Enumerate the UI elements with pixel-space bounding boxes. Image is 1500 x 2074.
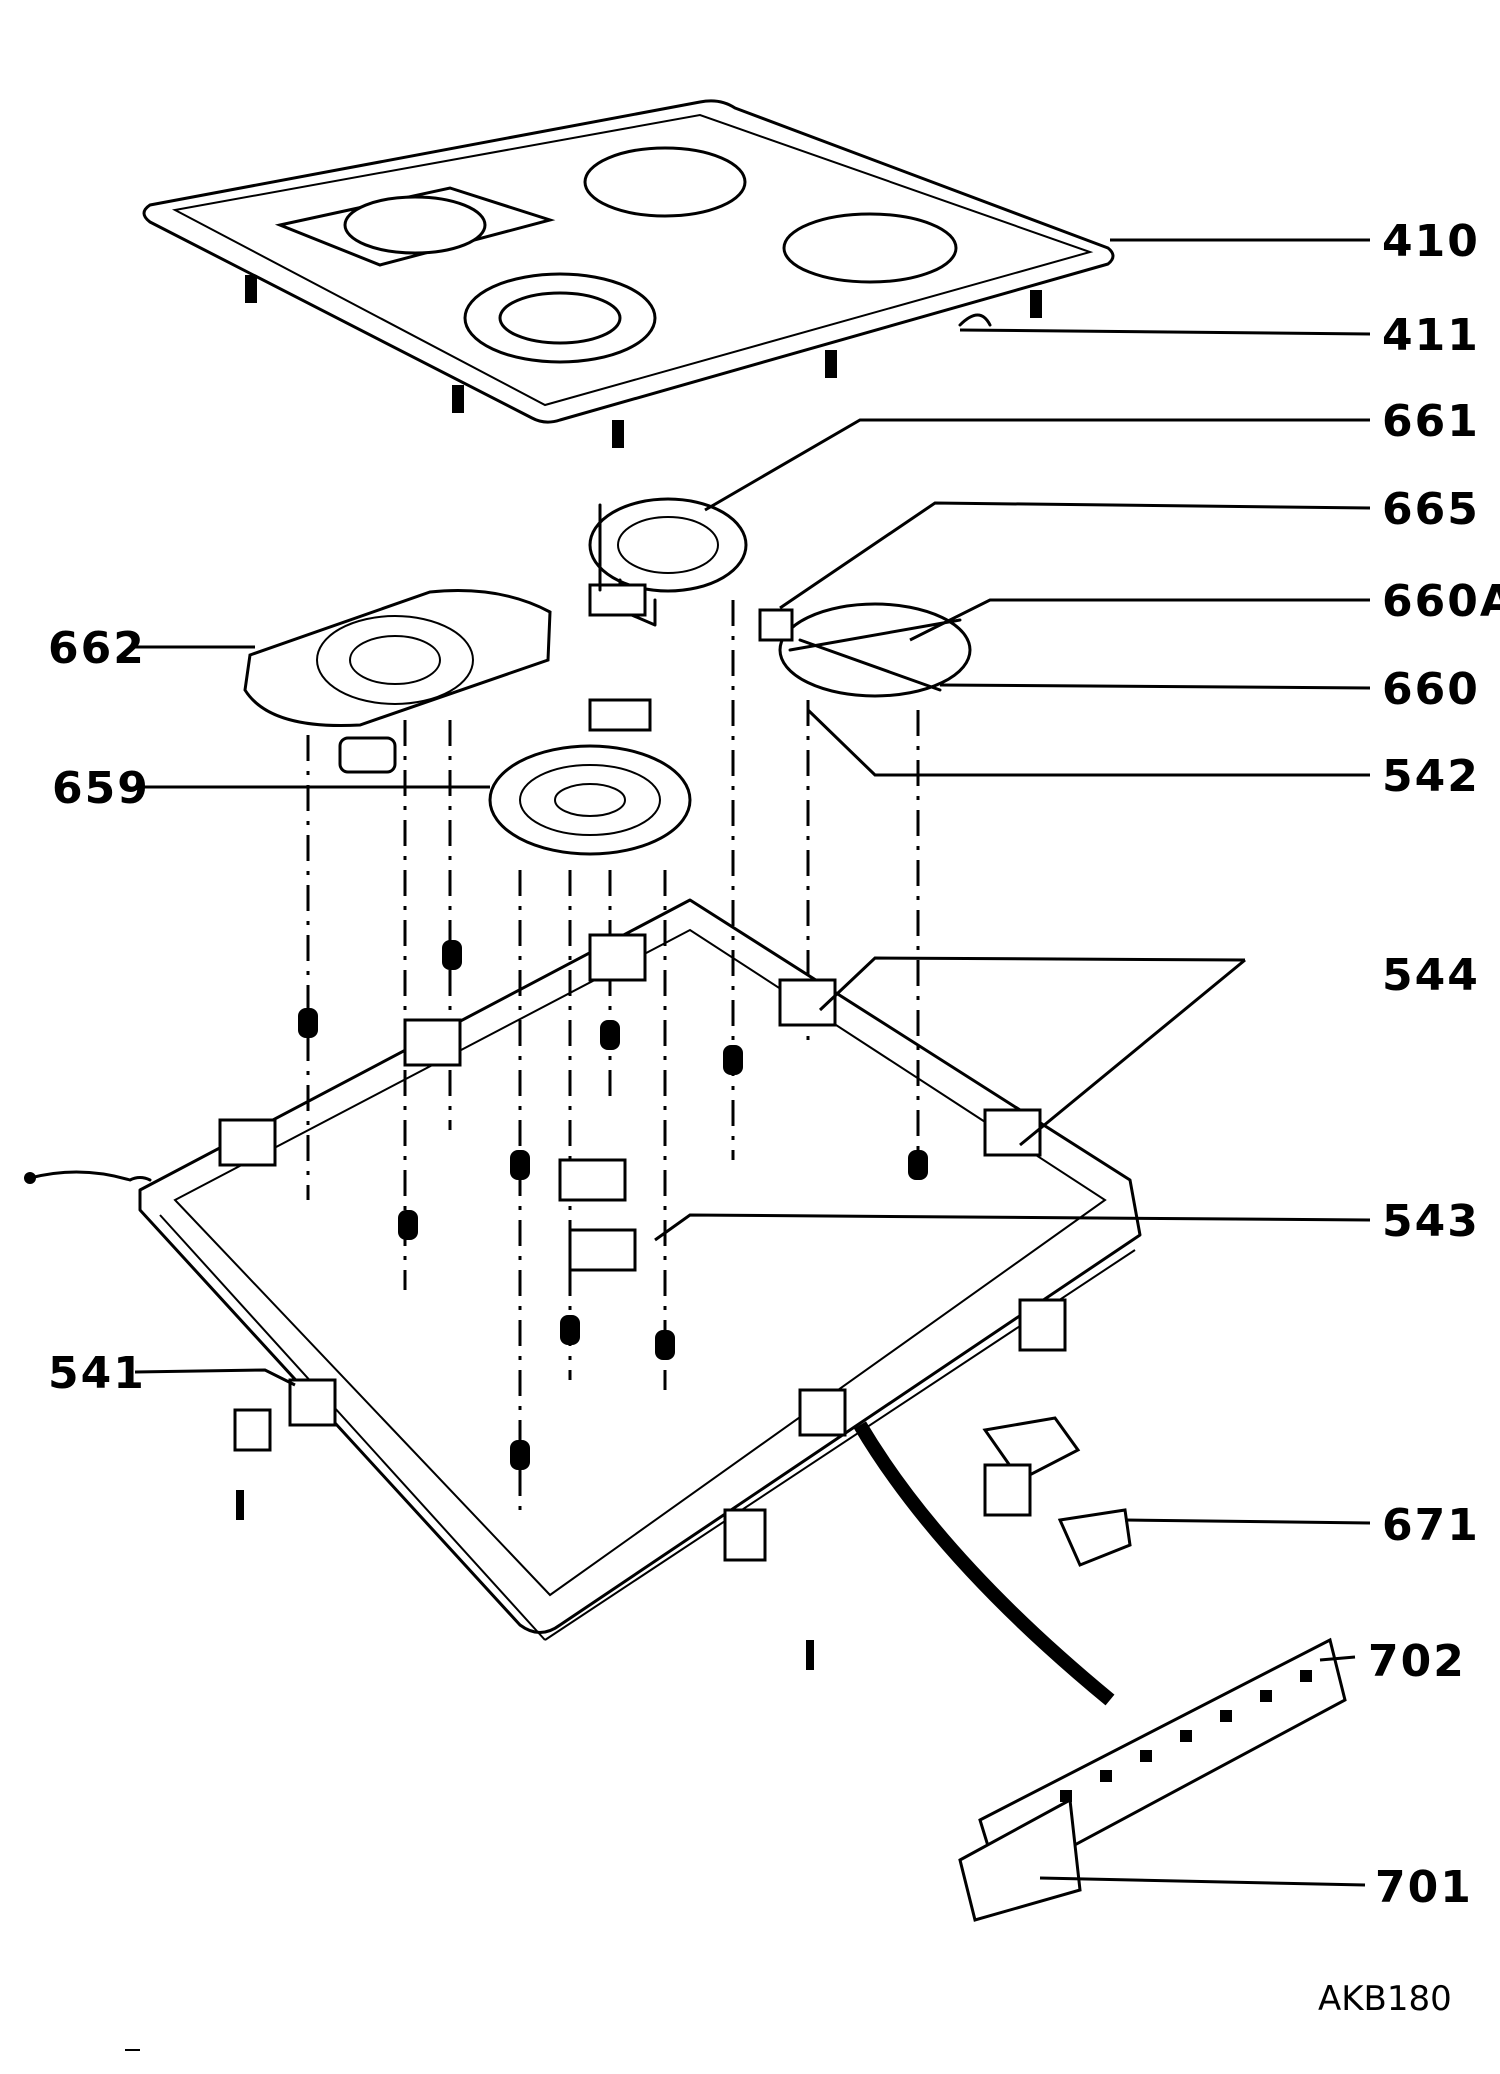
callout-665: 665	[1382, 484, 1480, 535]
drawing-code: AKB180	[1318, 1979, 1452, 2019]
callout-660: 660	[1382, 664, 1480, 715]
hotplate-661	[588, 497, 748, 627]
leader-lines	[134, 238, 1371, 1887]
callout-411: 411	[1382, 310, 1480, 361]
callout-671: 671	[1382, 1500, 1480, 1551]
hotplate-660	[758, 602, 972, 698]
connector-671	[982, 1416, 1132, 1567]
callout-661: 661	[1382, 396, 1480, 447]
springs-and-bolts	[298, 940, 928, 1470]
hotplate-662	[243, 589, 552, 774]
callout-labels: 410 411 661 665 660A 660 542 544 543 671…	[48, 216, 1500, 2019]
callout-544: 544	[1382, 950, 1480, 1001]
callout-701: 701	[1375, 1862, 1473, 1913]
callout-541: 541	[48, 1348, 146, 1399]
assembly-lines	[306, 600, 920, 1520]
callout-702: 702	[1368, 1636, 1466, 1687]
callout-542: 542	[1382, 751, 1480, 802]
switch-panel	[853, 1421, 1347, 1922]
hotplate-659	[488, 698, 692, 856]
callout-543: 543	[1382, 1196, 1480, 1247]
callout-662: 662	[48, 623, 146, 674]
callout-659: 659	[52, 763, 150, 814]
support-frame	[24, 898, 1142, 1670]
hob-top-glass	[142, 99, 1115, 448]
callout-410: 410	[1382, 216, 1480, 267]
callout-660A: 660A	[1382, 576, 1500, 627]
